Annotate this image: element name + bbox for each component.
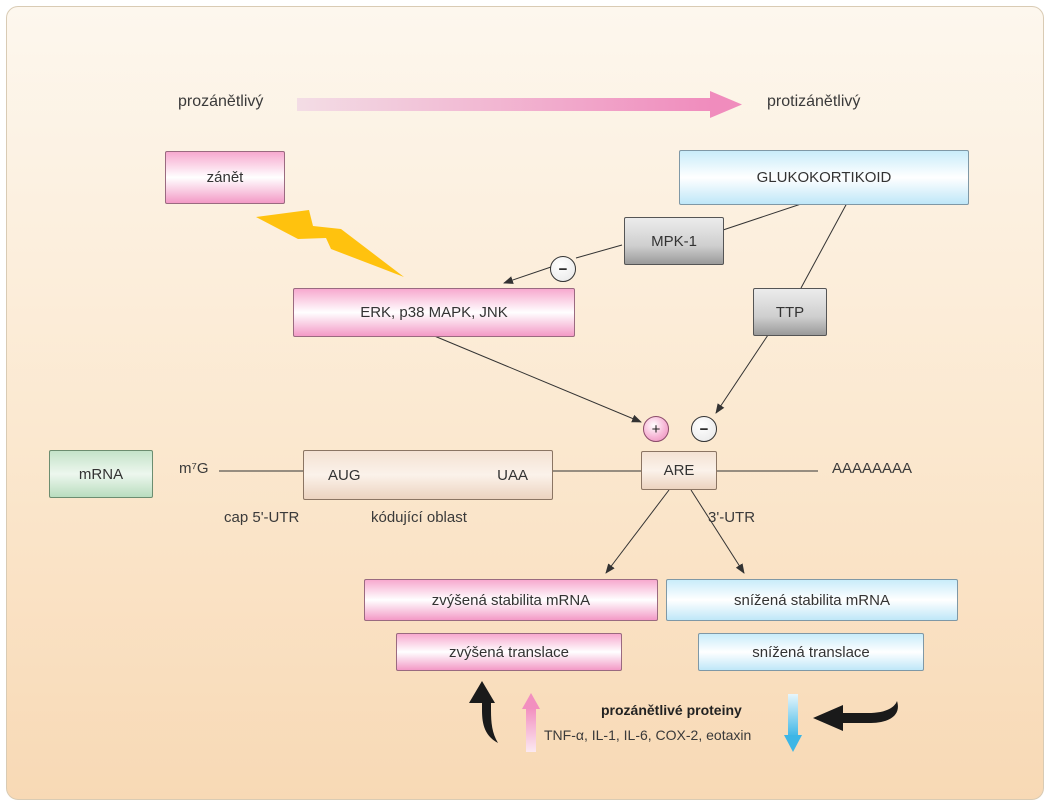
blue-down-arrow-icon (784, 694, 802, 752)
coding-region-label: kódující oblast (371, 509, 467, 526)
scale-arrow-icon (297, 91, 742, 118)
are-box: ARE (641, 451, 717, 490)
inflammation-box: zánět (165, 151, 285, 204)
arrow-kinases-plus (431, 334, 642, 423)
proteins-title: prozánětlivé proteiny (601, 702, 742, 718)
cap-utr-label: cap 5'-UTR (224, 509, 300, 526)
arrow-are-stability-down (690, 489, 745, 574)
mpk1-inhibit-sign: − (550, 256, 576, 282)
decreased-stability-box: snížená stabilita mRNA (666, 579, 958, 621)
ttp-inhibit-sign: − (691, 416, 717, 442)
kinases-activate-sign: + (643, 416, 669, 442)
utr3-label: 3'-UTR (708, 509, 756, 526)
proteins-list: TNF-α, IL-1, IL-6, COX-2, eotaxin (544, 727, 752, 743)
scale-right-label: protizánětlivý (767, 93, 861, 110)
decreased-translation-box: snížená translace (698, 633, 924, 671)
arrow-are-stability-up (605, 489, 670, 574)
connector-layer (219, 91, 898, 752)
poly-a-tail: AAAAAAAA (832, 460, 913, 477)
lightning-bolt-icon (256, 210, 404, 277)
kinases-box: ERK, p38 MAPK, JNK (293, 288, 575, 337)
scale-left-label: prozánětlivý (178, 93, 264, 110)
start-codon: AUG (328, 466, 361, 484)
mrna-box: mRNA (49, 450, 153, 498)
cap-label: m⁷G (179, 460, 209, 477)
diagram-panel: prozánětlivý protizánětlivý zánět GLUKOK… (6, 6, 1044, 800)
line-glucocorticoid-mpk1 (722, 202, 805, 231)
increased-translation-box: zvýšená translace (396, 633, 622, 671)
mpk1-box: MPK-1 (624, 217, 724, 265)
line-glucocorticoid-ttp (800, 202, 848, 289)
coding-region-box: AUG UAA (303, 450, 553, 500)
arrow-to-kinases (503, 266, 552, 284)
ttp-box: TTP (753, 288, 827, 336)
curved-arrow-left-icon (813, 701, 898, 731)
pink-up-arrow-icon (522, 693, 540, 752)
line-mpk1-minus (575, 244, 623, 259)
arrow-ttp-minus (715, 331, 771, 414)
increased-stability-box: zvýšená stabilita mRNA (364, 579, 658, 621)
glucocorticoid-box: GLUKOKORTIKOID (679, 150, 969, 205)
curved-arrow-up-icon (469, 681, 498, 743)
stop-codon: UAA (497, 466, 528, 484)
